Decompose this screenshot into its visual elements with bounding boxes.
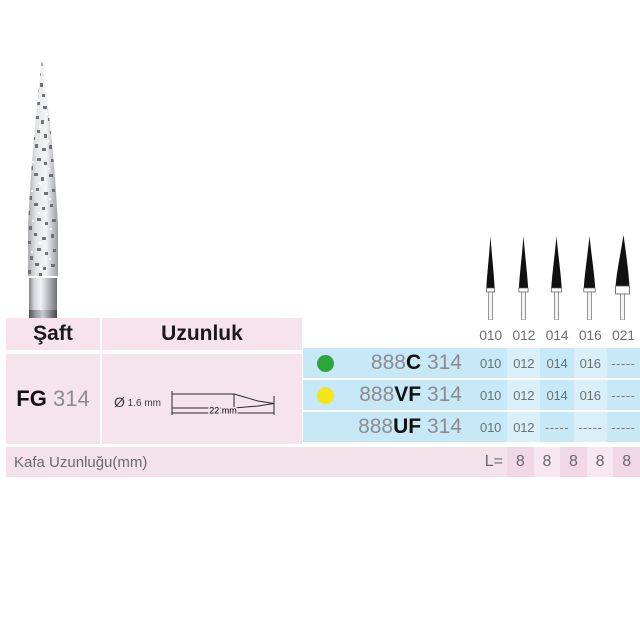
bur-tip-size-illustrations — [474, 232, 640, 321]
head-length-value: 8 — [613, 447, 640, 477]
size-value-cell: ----- — [606, 348, 640, 378]
diameter-label: Ø 1.6 mm — [114, 394, 161, 410]
code-prefix: 888 — [370, 351, 406, 374]
size-value-cell: 010 — [474, 348, 508, 378]
product-code-cell: 888C 314 — [303, 348, 474, 378]
size-value-cell: ----- — [606, 412, 640, 442]
code-prefix: 888 — [359, 383, 395, 406]
length-diagram-cell: Ø 1.6 mm 22 mm 22 mm — [102, 354, 302, 444]
tip-size-label-2: 014 — [545, 327, 569, 343]
bur-tip-010 — [474, 232, 507, 321]
shaft-value: FG 314 — [16, 386, 89, 412]
product-code-cell: 888UF 314 — [303, 412, 474, 442]
size-value-cell: 010 — [474, 412, 508, 442]
yellow-grit-dot — [317, 386, 334, 404]
flame-diamond-bur-illustration — [6, 42, 92, 332]
size-value-cell: 016 — [573, 380, 607, 410]
head-length-value: 8 — [586, 447, 614, 477]
bur-tip-014 — [540, 232, 573, 321]
product-code: 888VF 314 — [303, 383, 474, 407]
bur-tip-012 — [507, 232, 540, 321]
shaft-iso: 314 — [52, 386, 90, 411]
head-length-equals: L= — [471, 447, 507, 477]
code-suffix: 314 — [426, 383, 462, 406]
product-code: 888C 314 — [303, 351, 474, 375]
size-value-cell: ----- — [606, 380, 640, 410]
size-value-cell: 012 — [507, 412, 541, 442]
size-value-cell: 012 — [507, 380, 541, 410]
size-value-cell: 014 — [540, 348, 574, 378]
table-row[interactable]: 888C 314 010 012 014 016 ----- — [303, 348, 640, 378]
size-value-cell: 012 — [507, 348, 541, 378]
tip-size-label-row: 010 012 014 016 021 — [474, 324, 640, 346]
head-length-value: 8 — [507, 447, 534, 477]
green-grit-dot — [317, 354, 334, 372]
table-row[interactable]: 888UF 314 010 012 ----- ----- ----- — [303, 412, 640, 442]
size-value-cell: ----- — [573, 412, 607, 442]
shaft-length-table: Şaft Uzunluk FG 314 Ø 1.6 mm 22 mm — [6, 318, 302, 444]
head-length-value: 8 — [560, 447, 587, 477]
shaft-value-cell: FG 314 — [6, 354, 100, 444]
size-value-cell: ----- — [540, 412, 574, 442]
code-suffix: 314 — [426, 415, 462, 438]
tip-size-label-4: 021 — [612, 327, 635, 343]
length-dimension-drawing: Ø 1.6 mm 22 mm 22 mm — [108, 382, 298, 422]
size-value-cell: 014 — [540, 380, 574, 410]
tip-size-label-3: 016 — [578, 327, 602, 343]
code-suffix: 314 — [426, 351, 462, 374]
header-length: Uzunluk — [102, 318, 302, 352]
head-length-value: 8 — [533, 447, 561, 477]
product-code-table: 888C 314 010 012 014 016 ----- 888VF 314… — [303, 348, 640, 444]
bur-tip-021 — [606, 232, 639, 321]
product-code: 888UF 314 — [303, 415, 474, 439]
size-value-cell: 010 — [474, 380, 508, 410]
shaft-type: FG — [16, 386, 47, 411]
tip-size-label-0: 010 — [479, 327, 502, 343]
code-grit: C — [405, 351, 422, 374]
svg-text:22 mm: 22 mm — [209, 406, 237, 416]
head-length-row: Kafa Uzunluğu(mm) L= 8 8 8 8 8 — [6, 447, 640, 477]
head-length-label: Kafa Uzunluğu(mm) — [6, 447, 471, 477]
product-code-cell: 888VF 314 — [303, 380, 474, 410]
size-value-cell: 016 — [573, 348, 607, 378]
code-grit: UF — [393, 415, 422, 438]
code-prefix: 888 — [358, 415, 394, 438]
tip-size-label-1: 012 — [512, 327, 536, 343]
table-row[interactable]: 888VF 314 010 012 014 016 ----- — [303, 380, 640, 410]
code-grit: VF — [394, 383, 422, 406]
diameter-value: 1.6 mm — [127, 398, 162, 409]
header-shaft: Şaft — [6, 318, 100, 352]
diameter-symbol: Ø — [114, 394, 125, 410]
svg-text:22 mm: 22 mm — [209, 406, 237, 416]
bur-tip-016 — [573, 232, 606, 321]
